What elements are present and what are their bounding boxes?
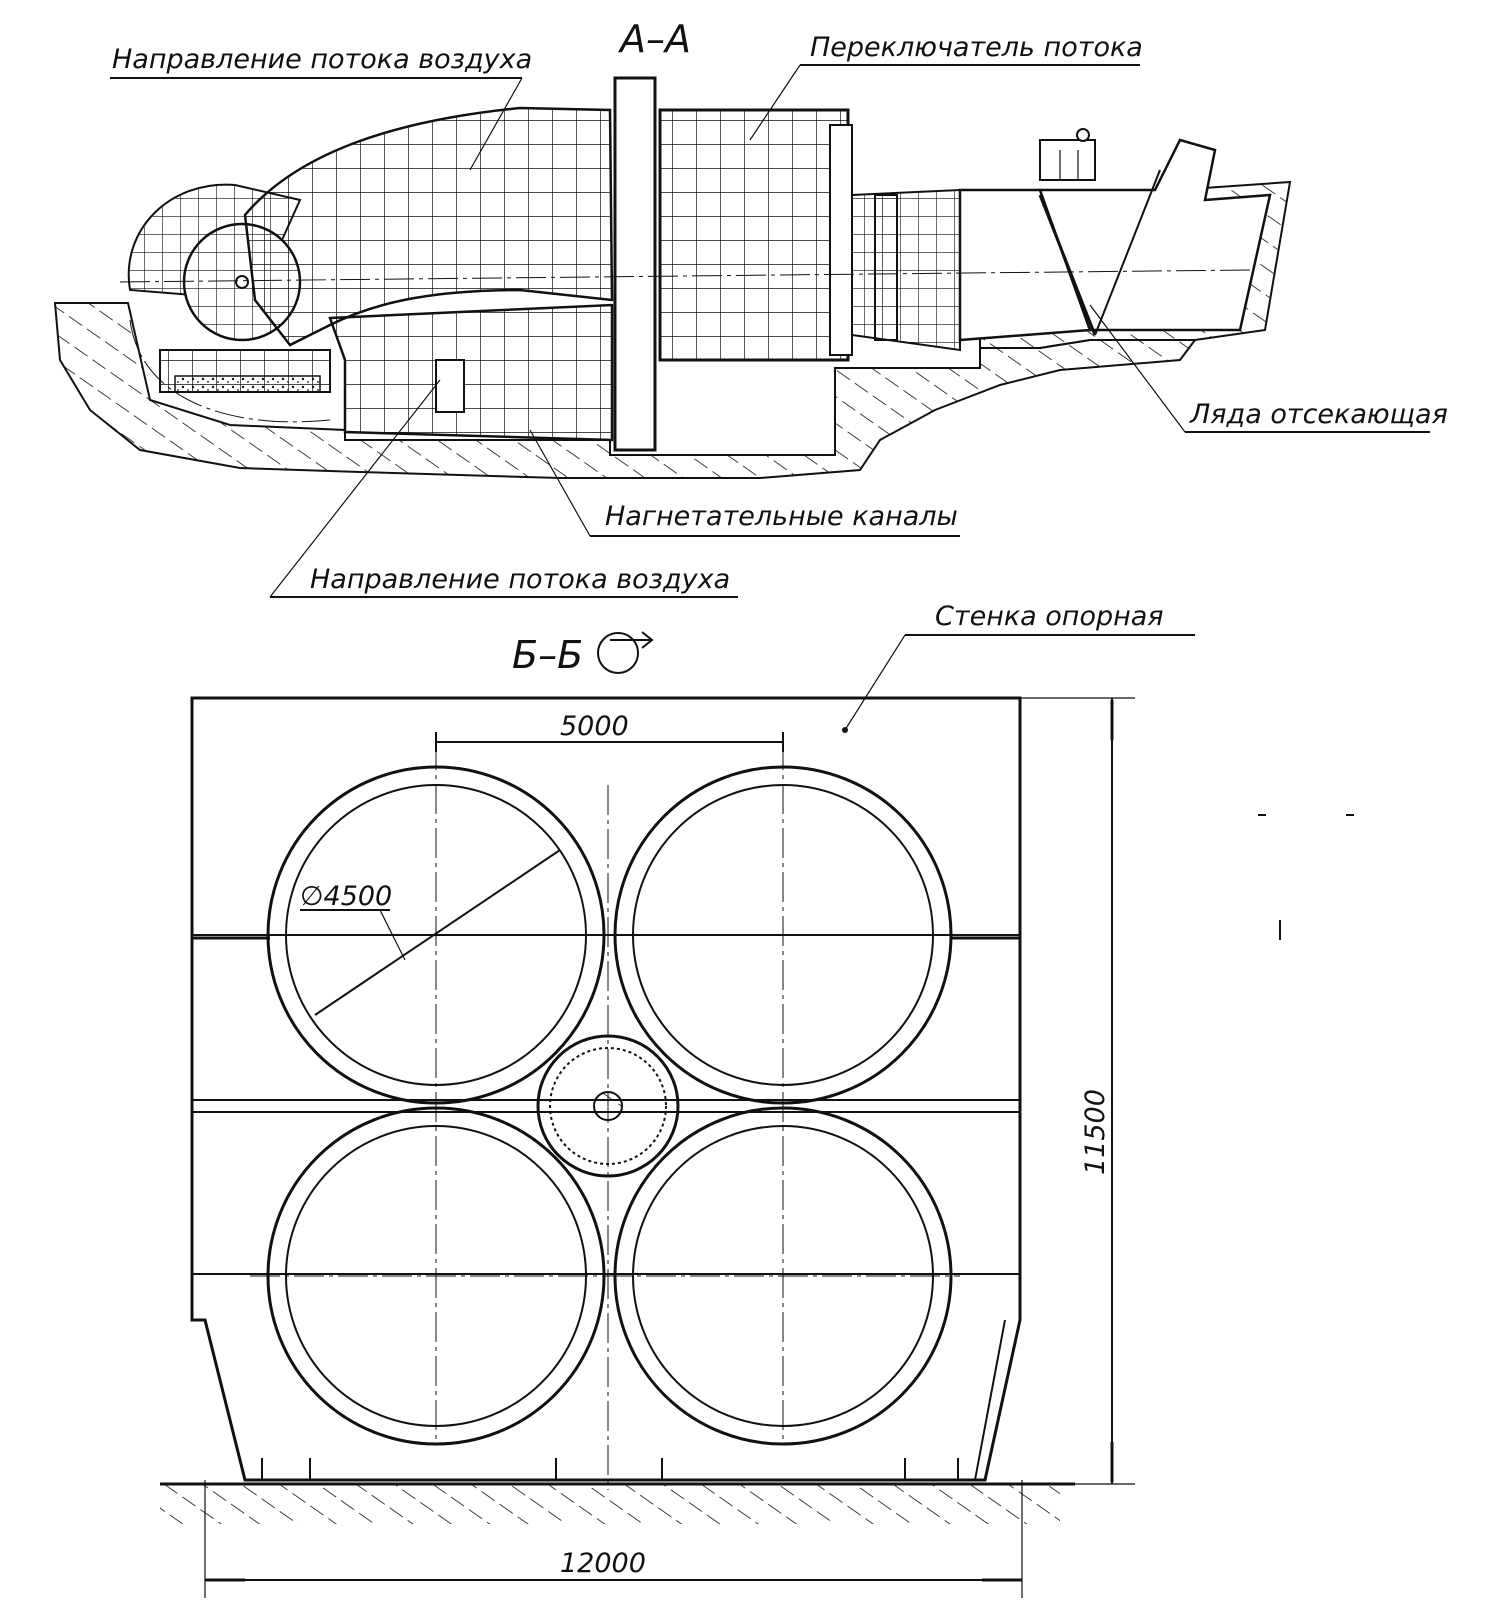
diameter-leader: [314, 849, 561, 1016]
label-flow-switch: Переключатель потока: [810, 32, 1143, 63]
label-air-flow-bottom: Направление потока воздуха: [310, 564, 730, 595]
section-b-view: [160, 631, 1354, 1598]
label-cutoff-damper: Ляда отсекающая: [1189, 399, 1448, 430]
label-support-wall: Стенка опорная: [935, 601, 1164, 632]
anchor-bolts: [261, 1458, 959, 1480]
dimension-width-value: 12000: [560, 1548, 646, 1579]
flange-ring: [874, 194, 898, 341]
flow-switch-body: [658, 108, 853, 362]
section-a-view: [53, 76, 1292, 479]
dimension-width: [204, 1480, 1023, 1598]
axis-centerline: [119, 269, 1251, 283]
dimension-spacing-value: 5000: [560, 711, 629, 742]
label-air-flow-top: Направление потока воздуха: [112, 44, 532, 75]
support-wall-frame: [190, 696, 1022, 1482]
dimension-diameter-value: ∅4500: [300, 881, 392, 912]
access-hatch: [435, 359, 465, 413]
ground-hatch: [160, 1484, 1060, 1524]
outlet-cone: [851, 188, 961, 352]
rotation-symbol-icon: [597, 631, 654, 674]
section-b-title: Б–Б: [512, 633, 583, 677]
upper-duct: [243, 106, 614, 347]
dimension-height-value: 11500: [1080, 1089, 1111, 1175]
label-discharge-channels: Нагнетательные каналы: [605, 501, 958, 532]
support-wall-column: [613, 76, 657, 452]
dimension-spacing: [435, 732, 784, 752]
section-a-annotations: А–А Направление потока воздуха Переключа…: [110, 17, 1448, 598]
section-b-annotations: Б–Б Стенка опорная 5000 ∅4500 11500 1200…: [300, 601, 1164, 1579]
dimension-height: [1020, 697, 1135, 1485]
cutoff-damper-housing: [958, 128, 1272, 342]
section-a-title: А–А: [617, 17, 691, 61]
lower-duct: [328, 303, 614, 442]
